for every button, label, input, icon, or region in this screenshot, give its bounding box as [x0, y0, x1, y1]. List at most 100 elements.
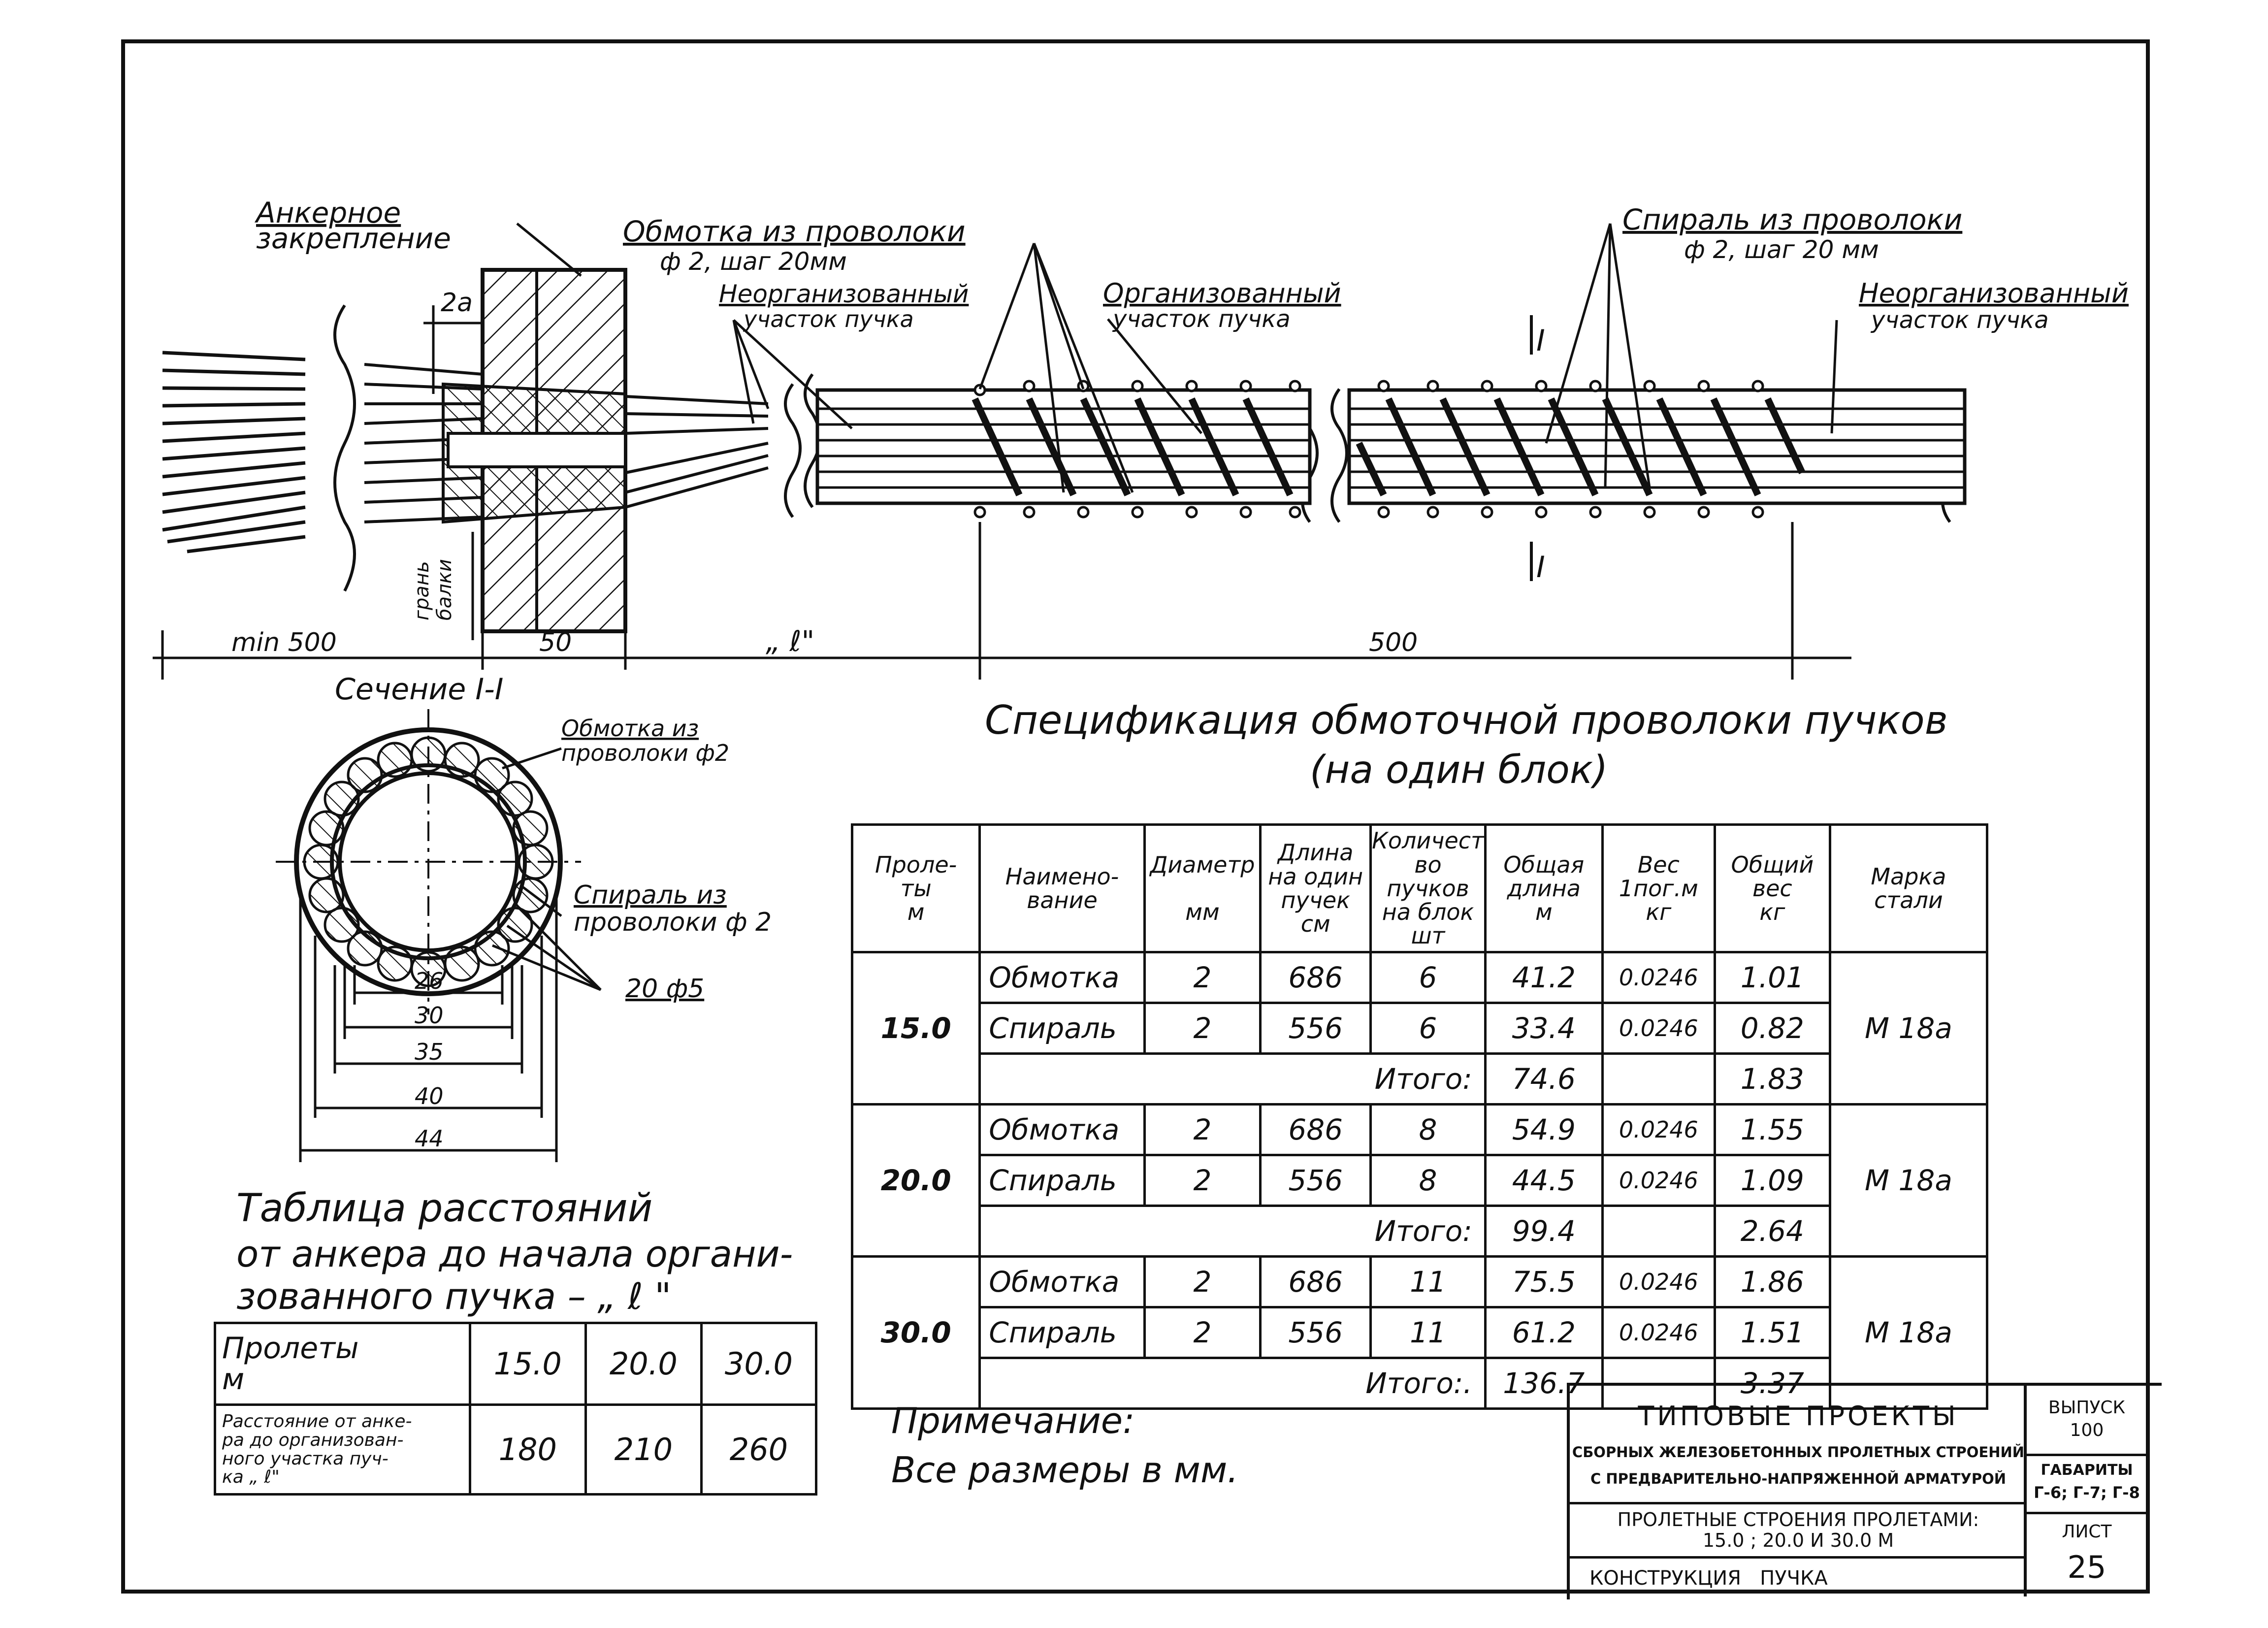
title-block-right: Выпуск 100 Габариты Г-6; Г-7; Г-8 Лист 2… — [2024, 1383, 2147, 1596]
sheet-label: Лист — [2062, 1522, 2112, 1542]
anchor-label-1: Анкерное — [254, 196, 401, 229]
organized-label-2: участок пучка — [1112, 305, 1291, 333]
item-count: 11 — [1369, 1306, 1487, 1359]
organized-label-1: Организованный — [1103, 278, 1341, 309]
item-name: Спираль — [978, 1002, 1146, 1055]
unorganized-left-2: участок пучка — [743, 306, 914, 332]
itogo-weight: 1.83 — [1713, 1052, 1831, 1106]
spec-header-name: Наимено- вание — [978, 823, 1146, 953]
spec-header-length: Длина на один пучек см — [1259, 823, 1372, 953]
item-length: 556 — [1259, 1154, 1372, 1207]
distance-title-1: Таблица расстояний — [236, 1186, 652, 1231]
beam-face-label-1: грань — [411, 561, 433, 620]
distance-span: 30.0 — [700, 1322, 818, 1406]
distance-value: 210 — [584, 1403, 703, 1496]
itogo-length: 99.4 — [1484, 1205, 1604, 1258]
section-spiral-1: Спираль из — [574, 880, 727, 910]
issue-label: Выпуск — [2048, 1398, 2126, 1418]
item-count: 6 — [1369, 951, 1487, 1004]
item-total-length: 61.2 — [1484, 1306, 1604, 1359]
item-total-length: 33.4 — [1484, 1002, 1604, 1055]
dim-500: 500 — [1369, 628, 1418, 657]
dim-2a: 2а — [441, 288, 473, 318]
spec-table: Проле- ты м Наимено- вание Диаметр мм Дл… — [850, 823, 1989, 1410]
item-weight: 0.0246 — [1601, 1255, 1716, 1308]
distance-header-label: Пролеты м — [214, 1322, 471, 1406]
item-count: 6 — [1369, 1002, 1487, 1055]
item-diameter: 2 — [1143, 1103, 1262, 1156]
distance-row-label: Расстояние от анке- ра до организован- н… — [214, 1403, 471, 1496]
distance-value: 180 — [468, 1403, 587, 1496]
section-mark-top: I — [1536, 324, 1545, 358]
span-value: 20.0 — [850, 1103, 981, 1258]
item-weight: 0.0246 — [1601, 1154, 1716, 1207]
item-length: 686 — [1259, 1255, 1372, 1308]
gabarit-label: Габариты — [2041, 1462, 2133, 1479]
fanned-wire-ends — [162, 351, 306, 554]
stamp-subtitle-1: сборных железобетонных пролетных строени… — [1572, 1444, 2025, 1461]
stamp-title: Типовые проекты — [1638, 1400, 1959, 1432]
issue-value: 100 — [2070, 1420, 2104, 1440]
section-dim-44: 44 — [415, 1125, 444, 1152]
item-name: Обмотка — [978, 1103, 1146, 1156]
distance-value: 260 — [700, 1403, 818, 1496]
item-total-length: 75.5 — [1484, 1255, 1604, 1308]
distance-span: 15.0 — [468, 1322, 587, 1406]
itogo-label: Итого: — [978, 1205, 1487, 1258]
dim-50: 50 — [539, 628, 572, 657]
item-diameter: 2 — [1143, 951, 1262, 1004]
winding-label-2: ф 2, шаг 20мм — [660, 247, 847, 276]
organized-zone-1 — [815, 380, 1312, 519]
section-dim-30: 30 — [415, 1002, 444, 1029]
wires-after-anchor — [625, 395, 769, 509]
item-name: Спираль — [978, 1154, 1146, 1207]
cross-section: Сечение I-I — [276, 672, 772, 1162]
spec-title-1: Спецификация обмоточной проволоки пучков — [985, 697, 1948, 743]
item-diameter: 2 — [1143, 1255, 1262, 1308]
itogo-label: Итого: — [978, 1052, 1487, 1106]
spec-header-total-length: Общая длина м — [1484, 823, 1604, 953]
spec-header-span: Проле- ты м — [850, 823, 981, 953]
table-row: 30.0 Обмотка 2 686 11 75.5 0.0246 1.86 М… — [850, 1255, 1989, 1410]
item-length: 556 — [1259, 1306, 1372, 1359]
spec-header-total-weight: Общий вес кг — [1713, 823, 1831, 953]
winding-label-1: Обмотка из проволоки — [623, 215, 966, 248]
break-line — [333, 304, 356, 592]
table-row: Спираль 2 556 11 61.2 0.0246 1.51 — [852, 1306, 1987, 1359]
item-count: 8 — [1369, 1154, 1487, 1207]
span-value: 30.0 — [850, 1255, 981, 1410]
section-spiral-2: проволоки ф 2 — [574, 908, 772, 937]
table-row: Итого: 74.6 1.83 — [852, 1052, 1987, 1106]
bundle-elevation: I I 2а грань — [153, 196, 2129, 680]
itogo-empty — [1601, 1205, 1716, 1258]
distance-title-2: от анкера до начала органи- — [236, 1233, 793, 1275]
itogo-label: Итого:. — [978, 1357, 1487, 1410]
distance-table: Пролеты м 15.0 20.0 30.0 Расстояние от а… — [214, 1322, 818, 1496]
item-diameter: 2 — [1143, 1154, 1262, 1207]
table-row: Итого: 99.4 2.64 — [852, 1205, 1987, 1258]
table-row: Пролеты м 15.0 20.0 30.0 — [214, 1322, 818, 1406]
table-row: Спираль 2 556 8 44.5 0.0246 1.09 — [852, 1154, 1987, 1207]
section-wires-label: 20 ф5 — [625, 974, 704, 1004]
unorganized-right-2: участок пучка — [1870, 306, 2049, 334]
stamp-spans-2: 15.0 ; 20.0 и 30.0 м — [1702, 1530, 1894, 1551]
table-row: 20.0 Обмотка 2 686 8 54.9 0.0246 1.55 М … — [850, 1103, 1989, 1258]
section-dim-35: 35 — [415, 1039, 444, 1065]
item-total-length: 54.9 — [1484, 1103, 1604, 1156]
distance-title-3: зованного пучка – „ ℓ " — [236, 1275, 671, 1318]
spiral-label-1: Спираль из проволоки — [1622, 203, 1962, 236]
spec-header-count: Количест во пучков на блок шт — [1369, 823, 1487, 953]
unorganized-right-1: Неорганизованный — [1859, 278, 2129, 309]
distance-span: 20.0 — [584, 1322, 703, 1406]
span-value: 15.0 — [850, 951, 981, 1106]
itogo-weight: 2.64 — [1713, 1205, 1831, 1258]
item-diameter: 2 — [1143, 1002, 1262, 1055]
table-row: Спираль 2 556 6 33.4 0.0246 0.82 — [852, 1002, 1987, 1055]
dimension-line — [153, 522, 1851, 680]
item-weight: 0.0246 — [1601, 1103, 1716, 1156]
item-total-weight: 0.82 — [1713, 1002, 1831, 1055]
spiral-label-2: ф 2, шаг 20 мм — [1684, 235, 1879, 264]
spec-title-2: (на один блок) — [1310, 748, 1608, 792]
